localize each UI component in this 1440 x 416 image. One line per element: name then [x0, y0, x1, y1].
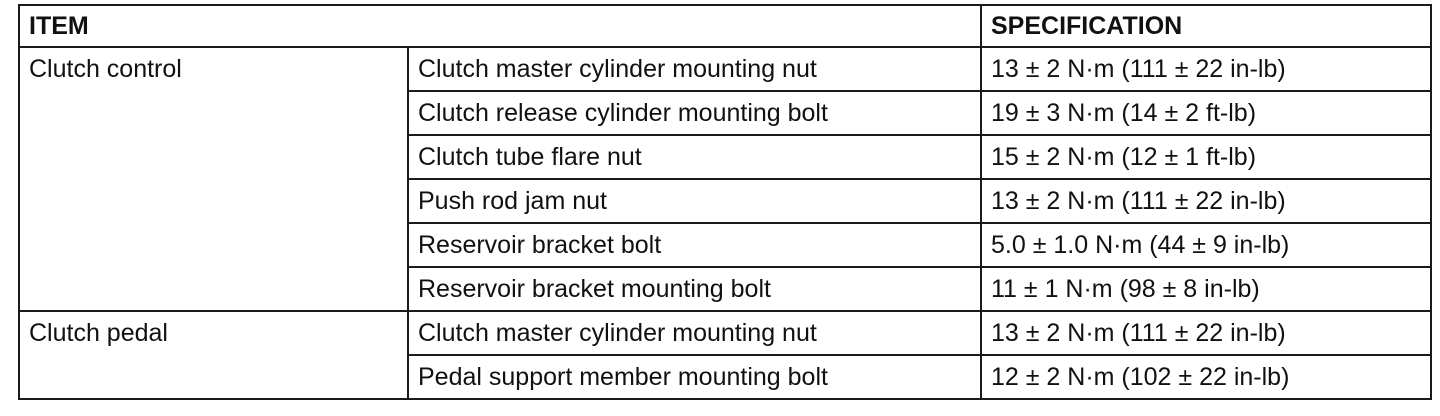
table-row: Pedal support member mounting bolt 12 ± … [19, 354, 1432, 400]
part-cell: Reservoir bracket bolt [407, 222, 982, 268]
spec-cell: 13 ± 2 N·m (111 ± 22 in-lb) [980, 310, 1432, 356]
header-row: ITEM SPECIFICATION [18, 4, 1432, 48]
part-cell: Push rod jam nut [407, 178, 982, 224]
part-cell: Clutch master cylinder mounting nut [407, 46, 982, 92]
spec-cell: 13 ± 2 N·m (111 ± 22 in-lb) [980, 46, 1432, 92]
group-name-clutch-control: Clutch control [18, 46, 409, 312]
table-row: Clutch control Clutch master cylinder mo… [18, 46, 1432, 312]
spec-cell: 19 ± 3 N·m (14 ± 2 ft-lb) [980, 90, 1432, 136]
specification-header: SPECIFICATION [980, 4, 1432, 48]
table-row: Reservoir bracket mounting bolt 11 ± 1 N… [19, 266, 1432, 312]
table-row: Reservoir bracket bolt 5.0 ± 1.0 N·m (44… [19, 222, 1432, 268]
spec-cell: 15 ± 2 N·m (12 ± 1 ft-lb) [980, 134, 1432, 180]
spec-cell: 5.0 ± 1.0 N·m (44 ± 9 in-lb) [980, 222, 1432, 268]
spec-cell: 13 ± 2 N·m (111 ± 22 in-lb) [980, 178, 1432, 224]
table-row: Clutch release cylinder mounting bolt 19… [19, 90, 1432, 136]
part-cell: Clutch master cylinder mounting nut [407, 310, 982, 356]
torque-spec-table: ITEM SPECIFICATION Clutch control Clutch… [18, 4, 1432, 400]
item-header: ITEM [18, 4, 982, 48]
table-body: Clutch control Clutch master cylinder mo… [18, 46, 1432, 400]
table-row: Push rod jam nut 13 ± 2 N·m (111 ± 22 in… [19, 178, 1432, 224]
part-cell: Clutch release cylinder mounting bolt [407, 90, 982, 136]
part-cell: Clutch tube flare nut [407, 134, 982, 180]
group-name-clutch-pedal: Clutch pedal [18, 310, 409, 400]
part-cell: Pedal support member mounting bolt [407, 354, 982, 400]
table-row: Clutch tube flare nut 15 ± 2 N·m (12 ± 1… [19, 134, 1432, 180]
part-cell: Reservoir bracket mounting bolt [407, 266, 982, 312]
table-row: Clutch pedal Clutch master cylinder moun… [18, 310, 1432, 400]
spec-cell: 12 ± 2 N·m (102 ± 22 in-lb) [980, 354, 1432, 400]
spec-cell: 11 ± 1 N·m (98 ± 8 in-lb) [980, 266, 1432, 312]
